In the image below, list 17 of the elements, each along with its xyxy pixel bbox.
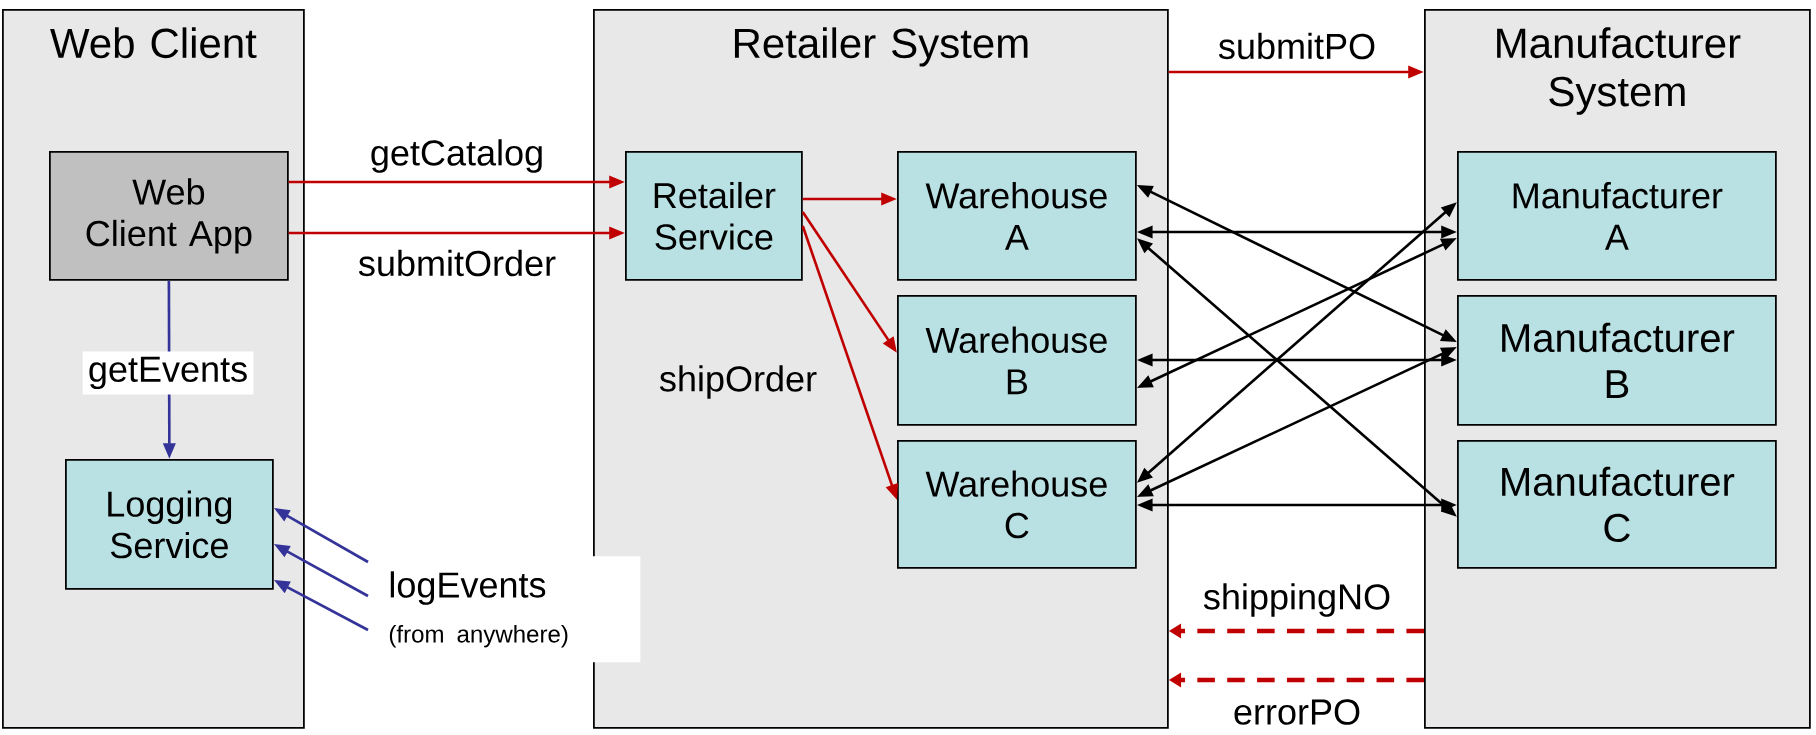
edge-label: submitOrder bbox=[358, 249, 556, 277]
service-box: Warehouse C bbox=[897, 440, 1137, 569]
service-box: Web Client App bbox=[49, 151, 289, 281]
edge-label: getEvents bbox=[82, 351, 254, 395]
edge-label: shipOrder bbox=[659, 365, 817, 399]
edge-label: submitPO bbox=[1218, 32, 1375, 60]
service-box: Logging Service bbox=[65, 459, 274, 590]
service-box: Manufacturer A bbox=[1457, 151, 1777, 281]
service-box: Warehouse A bbox=[897, 151, 1137, 281]
edge-label: shippingNO bbox=[1203, 583, 1390, 617]
service-box: Warehouse B bbox=[897, 295, 1137, 426]
edge-label: errorPO bbox=[1234, 699, 1360, 725]
service-box: Retailer Service bbox=[625, 151, 803, 281]
service-box: Manufacturer B bbox=[1457, 295, 1777, 426]
service-box: Manufacturer C bbox=[1457, 440, 1777, 569]
note-text: logEvents (from anywhere) bbox=[368, 556, 641, 663]
edge-label: getCatalog bbox=[371, 139, 542, 173]
